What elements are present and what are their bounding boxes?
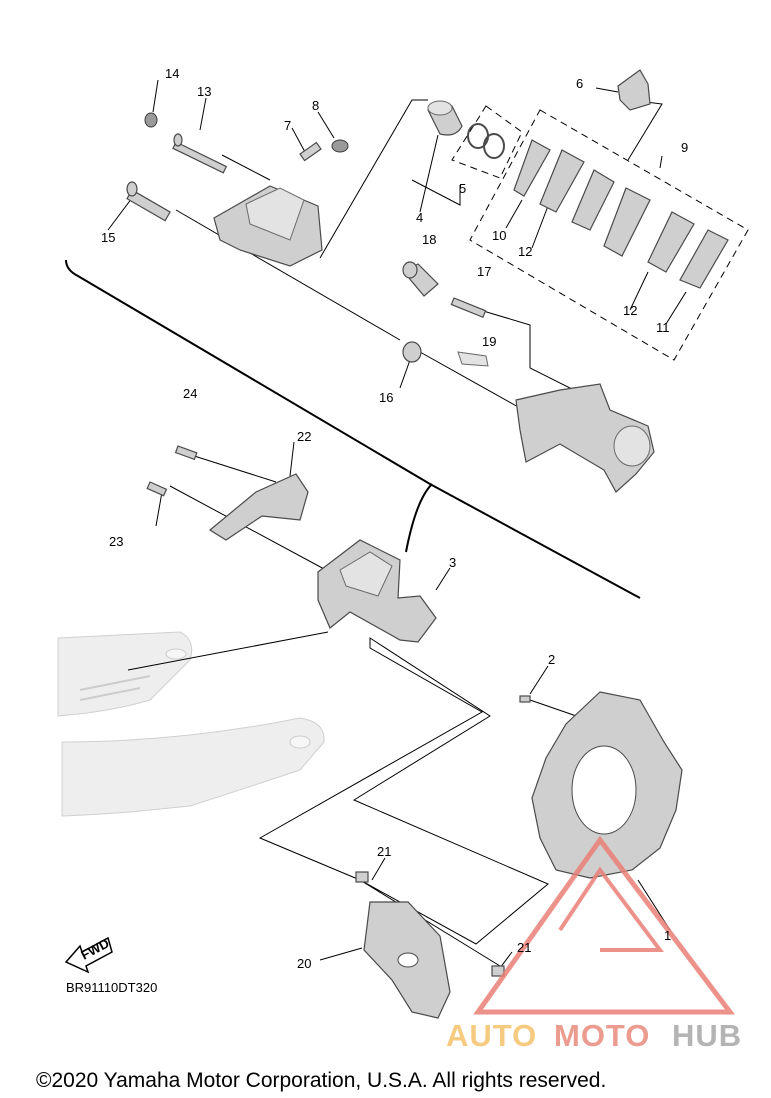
callout-13: 13: [197, 84, 211, 99]
logo-triangle: [473, 835, 736, 1015]
part-21-bolt-a: [355, 871, 369, 883]
part-14-cap: [144, 112, 158, 128]
part-5-seals: [467, 123, 505, 159]
logo-text-moto: MOTO: [554, 1018, 650, 1053]
brake-pads: [513, 139, 729, 289]
callout-5: 5: [459, 181, 466, 196]
part-7-bleed-screw: [299, 141, 322, 162]
part-17-bolt: [450, 297, 487, 319]
part-19-clip: [457, 351, 489, 367]
callout-6: 6: [576, 76, 583, 91]
callout-numbers: 14 13 8 7 6 9 5 4 15 10 12 18 17 12 11 1…: [101, 66, 688, 971]
callout-12a: 12: [518, 244, 532, 259]
group-boundary-pointer: [405, 483, 433, 553]
pad-kit-dashed-box: [469, 109, 749, 361]
part-3-caliper-assembly: [317, 539, 437, 643]
part-6-pad-spring: [617, 69, 651, 111]
copyright-notice: ©2020 Yamaha Motor Corporation, U.S.A. A…: [36, 1069, 606, 1092]
part-4-piston: [427, 100, 463, 136]
callout-15: 15: [101, 230, 115, 245]
part-24-bolt: [174, 445, 198, 461]
callout-11: 11: [656, 320, 670, 335]
part-16-boot: [402, 341, 422, 363]
callout-24: 24: [183, 386, 197, 401]
callout-21a: 21: [377, 844, 391, 859]
caliper-bracket-exploded: [515, 383, 655, 493]
part-15-pin: [126, 181, 171, 222]
logo-text-auto: AUTO: [446, 1018, 537, 1053]
callout-7: 7: [284, 118, 291, 133]
callout-3: 3: [449, 555, 456, 570]
part-8-bleed-cap: [331, 139, 349, 153]
part-13-pin: [172, 133, 228, 174]
part-21-bolt-b: [491, 965, 505, 977]
group-boundary-line: [65, 259, 641, 599]
part-2-bolt: [519, 695, 531, 703]
callout-21b: 21: [517, 940, 531, 955]
callout-18: 18: [422, 232, 436, 247]
callout-14: 14: [165, 66, 179, 81]
drawing-code: BR91110DT320: [66, 980, 157, 995]
swingarm-illustration: [57, 631, 325, 817]
callout-19: 19: [482, 334, 496, 349]
automotohub-logo: AUTO MOTO HUB: [446, 835, 742, 1053]
callout-22: 22: [297, 429, 311, 444]
callout-16: 16: [379, 390, 393, 405]
callout-9: 9: [681, 140, 688, 155]
part-18-sleeve: [402, 261, 439, 297]
part-20-disc-guard: [363, 901, 451, 1019]
callout-10: 10: [492, 228, 506, 243]
callout-2: 2: [548, 652, 555, 667]
callout-1: 1: [664, 928, 671, 943]
caliper-body-exploded: [213, 185, 323, 267]
part-1-brake-disc: [531, 691, 683, 879]
part-23-bolt: [146, 481, 168, 497]
callout-23: 23: [109, 534, 123, 549]
callout-17: 17: [477, 264, 491, 279]
callout-4: 4: [416, 210, 423, 225]
callout-20: 20: [297, 956, 311, 971]
callout-8: 8: [312, 98, 319, 113]
seal-kit-dashed-box: [451, 105, 523, 179]
part-22-bracket: [208, 473, 309, 541]
fwd-arrow-icon: FWD: [64, 936, 113, 974]
logo-text-hub: HUB: [672, 1018, 742, 1053]
callout-12b: 12: [623, 303, 637, 318]
leader-lines: [107, 79, 687, 969]
